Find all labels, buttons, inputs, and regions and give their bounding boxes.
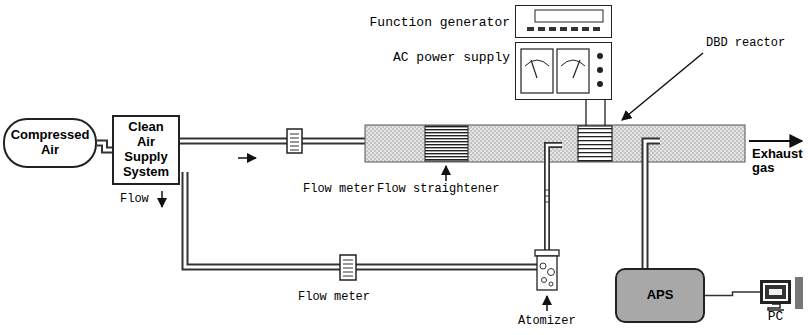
device-label: AC power supply: [393, 51, 510, 65]
hv-lead: [586, 100, 605, 126]
flow-meter: [340, 255, 356, 280]
cable-line: [705, 292, 760, 296]
atomizer-pipe: [185, 172, 540, 267]
part-label: Flow meter: [298, 291, 370, 304]
part-label: Flow straightener: [377, 183, 499, 196]
pipe-bore: [97, 143, 112, 150]
air-pipe: [97, 143, 112, 150]
supply-pipe: [180, 141, 365, 142]
part-label: Atomizer: [518, 315, 576, 328]
part-label: DBD reactor: [706, 37, 785, 50]
function-generator: Function generator: [515, 5, 612, 38]
box-label: APS: [647, 288, 674, 303]
flow-meter: [287, 129, 302, 153]
exhaust-arrow: [749, 140, 802, 142]
air-source: Compressed Air: [3, 118, 97, 168]
callout-arrow: [622, 53, 703, 120]
device-label: Function generator: [370, 16, 510, 30]
callout-arrow: [546, 296, 548, 311]
pc-monitor: PC: [760, 280, 791, 304]
callout-arrow: [445, 166, 447, 181]
box-label: Clean Air Supply System: [118, 120, 174, 180]
dbd-electrodes: [578, 126, 612, 161]
data-cable: [705, 292, 760, 296]
power-supply-meters: [521, 49, 603, 93]
part-label: Exhaust gas: [752, 147, 808, 176]
pipe-wall: [97, 143, 112, 150]
box-label: Compressed Air: [9, 128, 91, 158]
device-label: PC: [768, 310, 784, 324]
part-label: Flow: [120, 193, 149, 206]
sampling-probe: [645, 141, 660, 268]
process-box: Clean Air Supply System: [112, 115, 180, 185]
flow-straightener: [425, 126, 468, 161]
part-label: Flow meter: [303, 183, 375, 196]
flow-arrow: [238, 157, 256, 159]
atomizer-jar: [535, 250, 559, 290]
function-generator-panel: [527, 10, 603, 31]
ac-power-supply: AC power supply: [515, 42, 612, 100]
flow-arrow: [161, 191, 163, 207]
instrument-box: APS: [615, 268, 705, 323]
aerosol-tube: [544, 145, 562, 252]
